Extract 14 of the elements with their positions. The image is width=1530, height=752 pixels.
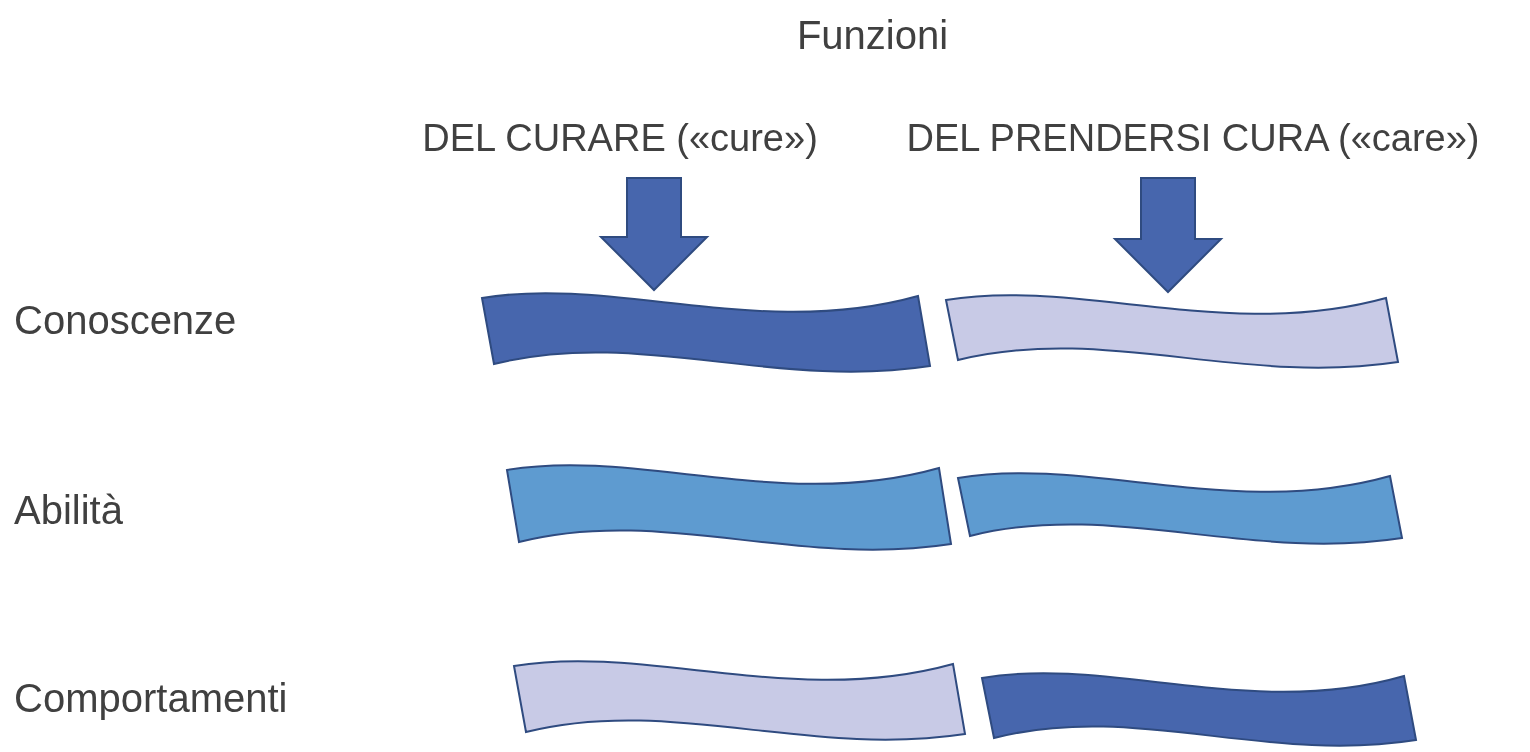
row-label: Conoscenze xyxy=(14,297,237,344)
row-label: Comportamenti xyxy=(14,675,288,722)
wave-band xyxy=(956,470,1404,548)
column-heading: DEL CURARE («cure») xyxy=(422,116,818,161)
wave-band xyxy=(480,290,932,376)
wave-band xyxy=(512,658,967,744)
wave-band xyxy=(944,292,1400,372)
row-label: Abilità xyxy=(14,487,123,534)
column-heading: DEL PRENDERSI CURA («care») xyxy=(906,116,1480,161)
wave-band xyxy=(505,462,953,554)
wave-band xyxy=(980,670,1418,750)
block-arrow xyxy=(598,177,710,292)
block-arrow xyxy=(1112,177,1224,294)
title: Funzioni xyxy=(795,12,950,59)
